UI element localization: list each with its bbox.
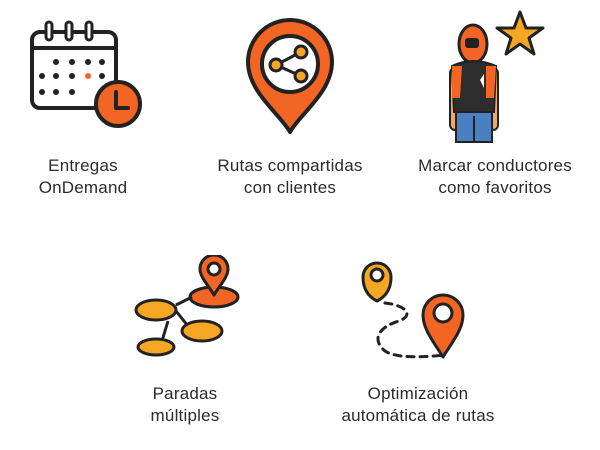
feature-label: Rutas compartidas con clientes — [217, 156, 363, 197]
feature-label: Marcar conductores como favoritos — [418, 156, 572, 197]
star-icon — [495, 10, 545, 56]
feature-label: Optimización automática de rutas — [341, 384, 495, 425]
route-optimization-icon — [361, 261, 465, 359]
calendar-clock-icon — [30, 20, 142, 128]
favorite-driver-icon — [449, 10, 545, 143]
feature-label: Entregas OnDemand — [38, 156, 128, 197]
feature-label: Paradas múltiples — [150, 384, 220, 425]
multi-stop-icon — [134, 255, 240, 357]
share-pin-icon — [246, 18, 334, 134]
